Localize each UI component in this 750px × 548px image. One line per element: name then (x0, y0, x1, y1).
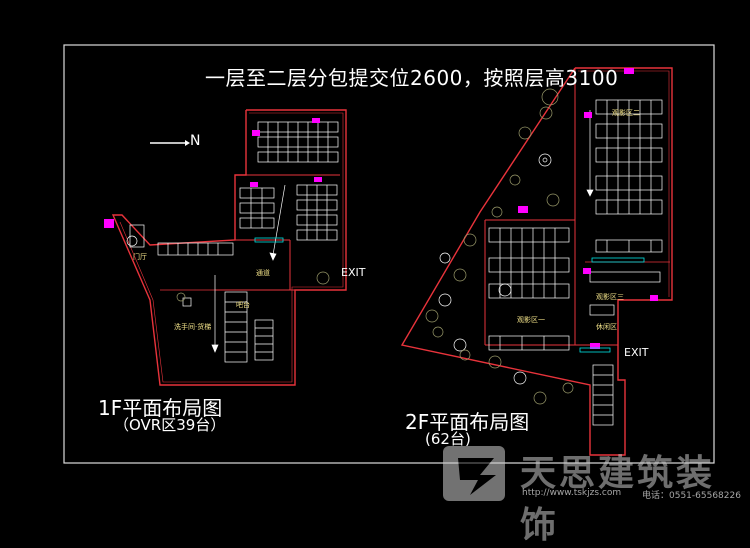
floor-1-label: 1F平面布局图 (98, 396, 223, 420)
room-label: 观影区二 (612, 109, 640, 117)
floor-1-outline (111, 109, 347, 386)
room-label: 吧台 (236, 301, 250, 309)
room-label: 观影区一 (517, 316, 545, 324)
room-label: 门厅 (133, 253, 147, 261)
floor-1-exit-label: EXIT (341, 266, 366, 279)
north-label: N (190, 133, 201, 149)
drawing-title: 一层至二层分包提交位2600，按照层高3100 (205, 66, 619, 90)
drawing-frame (63, 44, 715, 464)
floor-1-capacity: （OVR区39台） (114, 416, 226, 434)
room-label: 通道 (256, 269, 270, 277)
floor-2-label: 2F平面布局图 (405, 410, 530, 434)
north-arrow-icon (150, 140, 190, 146)
watermark-url: http://www.tskjzs.com (522, 488, 622, 498)
floor-2-plan (400, 67, 673, 456)
floor-2-capacity: (62台) (425, 430, 471, 448)
table-icon (438, 153, 552, 385)
watermark-logo (443, 446, 505, 501)
floor-2-exit-label: EXIT (624, 346, 649, 359)
cad-drawing (63, 44, 715, 501)
watermark-phone: 电话：0551-65568226 (642, 491, 741, 501)
floor-2-outline (400, 67, 673, 456)
room-label: 洗手间·货梯 (174, 323, 212, 331)
room-label: 观影区三 (596, 293, 624, 301)
floor-1-plan (104, 109, 347, 386)
room-label: 休闲区 (596, 323, 617, 331)
